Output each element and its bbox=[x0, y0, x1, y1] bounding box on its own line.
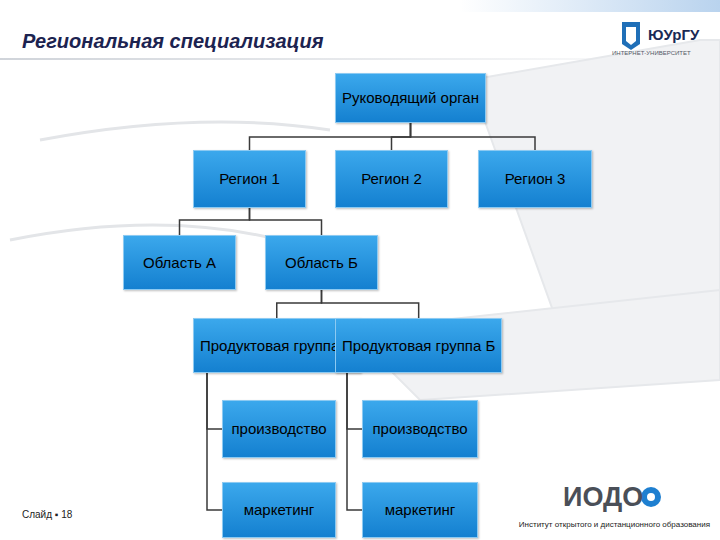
box-text: Руководящий орган bbox=[342, 89, 479, 107]
box-text: маркетинг bbox=[244, 501, 315, 519]
tree-connector bbox=[392, 123, 411, 150]
org-box: Область Б bbox=[265, 235, 378, 290]
tree-connector bbox=[180, 208, 250, 235]
tree-connector bbox=[207, 373, 222, 510]
slide-label: Институт открытого и дистанционного обра… bbox=[519, 520, 710, 529]
org-box: производство bbox=[222, 400, 336, 458]
org-box: маркетинг bbox=[362, 482, 478, 538]
org-box: Руководящий орган bbox=[335, 73, 486, 123]
tree-connector bbox=[250, 208, 322, 235]
org-box: Регион 3 bbox=[478, 150, 592, 208]
box-text: Регион 3 bbox=[505, 170, 566, 188]
box-text: Область А bbox=[143, 254, 216, 272]
box-text: маркетинг bbox=[385, 501, 456, 519]
box-text: производство bbox=[231, 420, 326, 438]
org-box: Регион 2 bbox=[335, 150, 448, 208]
box-text: Продуктовая группа А bbox=[200, 337, 354, 355]
box-text: Область Б bbox=[285, 254, 358, 272]
tree-connector bbox=[411, 123, 536, 150]
org-box: маркетинг bbox=[222, 482, 336, 538]
org-box: Регион 1 bbox=[193, 150, 306, 208]
tree-connector bbox=[250, 123, 411, 150]
box-text: производство bbox=[372, 420, 467, 438]
org-box: Область А bbox=[123, 235, 236, 290]
org-box: производство bbox=[362, 400, 478, 458]
tree-connector bbox=[322, 290, 419, 318]
box-text: Регион 1 bbox=[219, 170, 280, 188]
box-text: Продуктовая группа Б bbox=[342, 337, 495, 355]
tree-connector bbox=[347, 373, 362, 429]
slide-title: Региональная специализация bbox=[22, 30, 323, 53]
org-box: Продуктовая группа Б bbox=[335, 318, 502, 373]
tree-connector bbox=[207, 373, 222, 429]
slide-label: ЮУрГУ bbox=[648, 26, 699, 43]
slide-label: ИНТЕРНЕТ-УНИВЕРСИТЕТ bbox=[612, 50, 691, 56]
tree-connector bbox=[277, 290, 322, 318]
box-text: Регион 2 bbox=[361, 170, 422, 188]
tree-connector bbox=[347, 373, 362, 510]
slide-label: ИОДО bbox=[563, 482, 643, 513]
slide-label: Слайд ▪ 18 bbox=[22, 509, 72, 520]
